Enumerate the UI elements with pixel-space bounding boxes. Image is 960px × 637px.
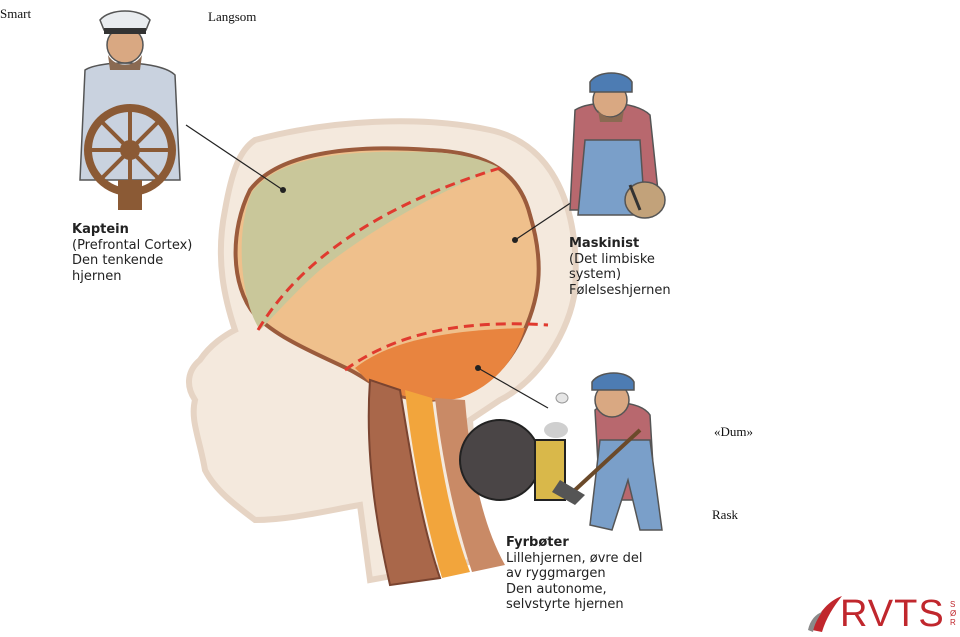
cerebellum-region [355, 328, 525, 401]
captain-label: Kaptein (Prefrontal Cortex) Den tenkende… [72, 222, 192, 284]
prefrontal-cortex-region [241, 151, 500, 330]
spine-inner [405, 390, 470, 578]
captain-line3: hjernen [72, 268, 122, 284]
stoker-pointer [477, 367, 549, 409]
dashed-divider-upper [256, 166, 501, 331]
captain-figure [79, 10, 181, 210]
stoker-title: Fyrbøter [506, 535, 569, 550]
rask-label: Rask [712, 507, 738, 522]
engineer-line2: system) [569, 267, 622, 282]
rvts-logo-sub: SØR [950, 600, 957, 627]
logo-swoosh-icon [812, 596, 842, 632]
engineer-pointer [514, 199, 576, 241]
captain-line2: Den tenkende [72, 253, 164, 268]
smart-label: Smart [0, 6, 32, 21]
spine-outer [367, 378, 442, 587]
engineer-dot [512, 237, 518, 243]
stoker-figure [459, 372, 663, 531]
captain-dot [280, 187, 286, 193]
stoker-label: Fyrbøter Lillehjernen, øvre del av ryggm… [506, 535, 642, 613]
dum-label: «Dum» [714, 424, 753, 439]
langsom-label: Langsom [208, 9, 257, 24]
rvts-logo: RVTS [840, 593, 945, 635]
engineer-line1: (Det limbiske [569, 251, 655, 267]
captain-line1: (Prefrontal Cortex) [72, 237, 193, 253]
engineer-figure [569, 72, 666, 219]
stoker-line2: av ryggmargen [506, 566, 606, 581]
logo-leaf-icon [808, 612, 822, 632]
stoker-dot [475, 365, 481, 371]
engineer-line3: Følelseshjernen [569, 282, 671, 298]
engineer-label: Maskinist (Det limbiske system) Følelses… [569, 236, 671, 298]
stoker-line4: selvstyrte hjernen [506, 597, 624, 612]
engineer-title: Maskinist [569, 236, 640, 251]
captain-title: Kaptein [72, 222, 129, 237]
stoker-line1: Lillehjernen, øvre del [506, 550, 643, 566]
dashed-divider-lower [344, 322, 549, 372]
captain-pointer [185, 124, 284, 191]
stoker-line3: Den autonome, [506, 581, 607, 597]
